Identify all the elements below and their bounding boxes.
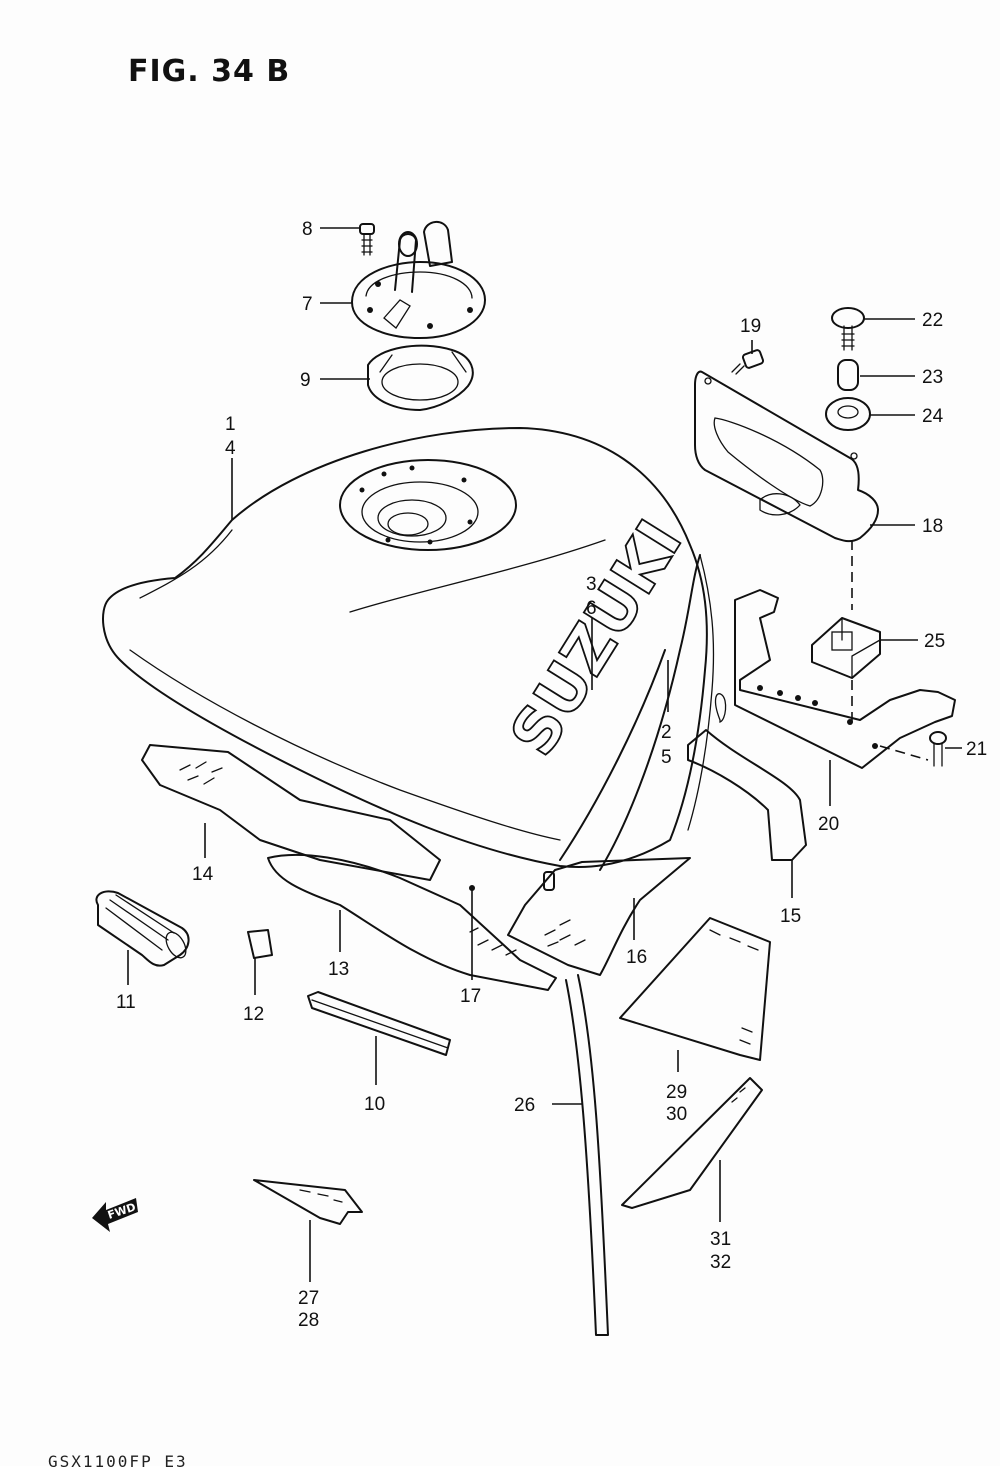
tank-side-panel: SUZUKI bbox=[495, 507, 727, 871]
callout-4: 4 bbox=[225, 438, 236, 459]
callout-19: 19 bbox=[740, 316, 761, 337]
fuel-tank bbox=[102, 427, 715, 868]
cushion-24 bbox=[825, 397, 871, 431]
callout-24: 24 bbox=[922, 406, 944, 427]
callout-3: 3 bbox=[586, 574, 597, 595]
callout-31: 31 bbox=[710, 1229, 731, 1250]
fuel-cap bbox=[351, 221, 486, 339]
clip-12 bbox=[247, 929, 273, 959]
fwd-arrow-icon: FWD bbox=[92, 1198, 138, 1232]
callout-15: 15 bbox=[780, 906, 801, 927]
callout-26: 26 bbox=[514, 1095, 535, 1116]
frame-bracket bbox=[734, 589, 956, 769]
cap-gasket bbox=[367, 344, 474, 411]
callout-9: 9 bbox=[300, 370, 311, 391]
callout-21: 21 bbox=[966, 739, 987, 760]
callout-1: 1 bbox=[225, 414, 236, 435]
decal-13 bbox=[267, 853, 557, 991]
rubber-mount-25 bbox=[811, 617, 881, 679]
figure-title: FIG. 34 B bbox=[128, 54, 291, 89]
callout-14: 14 bbox=[192, 864, 214, 885]
callout-labels: 8 7 9 1 4 19 22 23 24 18 3 6 25 2 5 21 2… bbox=[116, 219, 987, 1331]
callout-5: 5 bbox=[661, 747, 672, 768]
callout-22: 22 bbox=[922, 310, 943, 331]
tank-bracket bbox=[694, 370, 879, 543]
callout-32: 32 bbox=[710, 1252, 731, 1273]
callout-6: 6 bbox=[586, 598, 597, 619]
callout-23: 23 bbox=[922, 367, 943, 388]
callout-28: 28 bbox=[298, 1310, 319, 1331]
cap-bolt bbox=[359, 223, 375, 256]
callout-17: 17 bbox=[460, 986, 481, 1007]
callout-16: 16 bbox=[626, 947, 647, 968]
callout-10: 10 bbox=[364, 1094, 385, 1115]
decal-17-dot bbox=[469, 885, 475, 891]
panel-31-32 bbox=[621, 1077, 763, 1209]
callout-29: 29 bbox=[666, 1082, 687, 1103]
callout-20: 20 bbox=[818, 814, 839, 835]
callout-27: 27 bbox=[298, 1288, 319, 1309]
callout-12: 12 bbox=[243, 1004, 264, 1025]
model-code: GSX1100FP E3 bbox=[48, 1452, 188, 1471]
callout-18: 18 bbox=[922, 516, 943, 537]
bolt-22 bbox=[831, 307, 865, 351]
collar-23 bbox=[837, 359, 859, 391]
callout-7: 7 bbox=[302, 294, 313, 315]
fwd-label: FWD bbox=[106, 1201, 137, 1222]
callout-2: 2 bbox=[661, 722, 672, 743]
bolt-19 bbox=[731, 349, 765, 375]
panel-29-30 bbox=[619, 917, 771, 1061]
screw-21 bbox=[929, 731, 947, 767]
callout-8: 8 bbox=[302, 219, 313, 240]
frame-cover bbox=[687, 729, 807, 861]
hose-26 bbox=[565, 974, 609, 1336]
callout-13: 13 bbox=[328, 959, 349, 980]
decal-16 bbox=[507, 857, 691, 976]
callout-30: 30 bbox=[666, 1104, 687, 1125]
leader-lines bbox=[127, 227, 962, 1282]
callout-11: 11 bbox=[116, 992, 136, 1013]
callout-25: 25 bbox=[924, 631, 945, 652]
knee-pad-11 bbox=[95, 890, 190, 967]
trim-strip-10 bbox=[307, 991, 451, 1056]
panel-27-28 bbox=[253, 1179, 363, 1225]
